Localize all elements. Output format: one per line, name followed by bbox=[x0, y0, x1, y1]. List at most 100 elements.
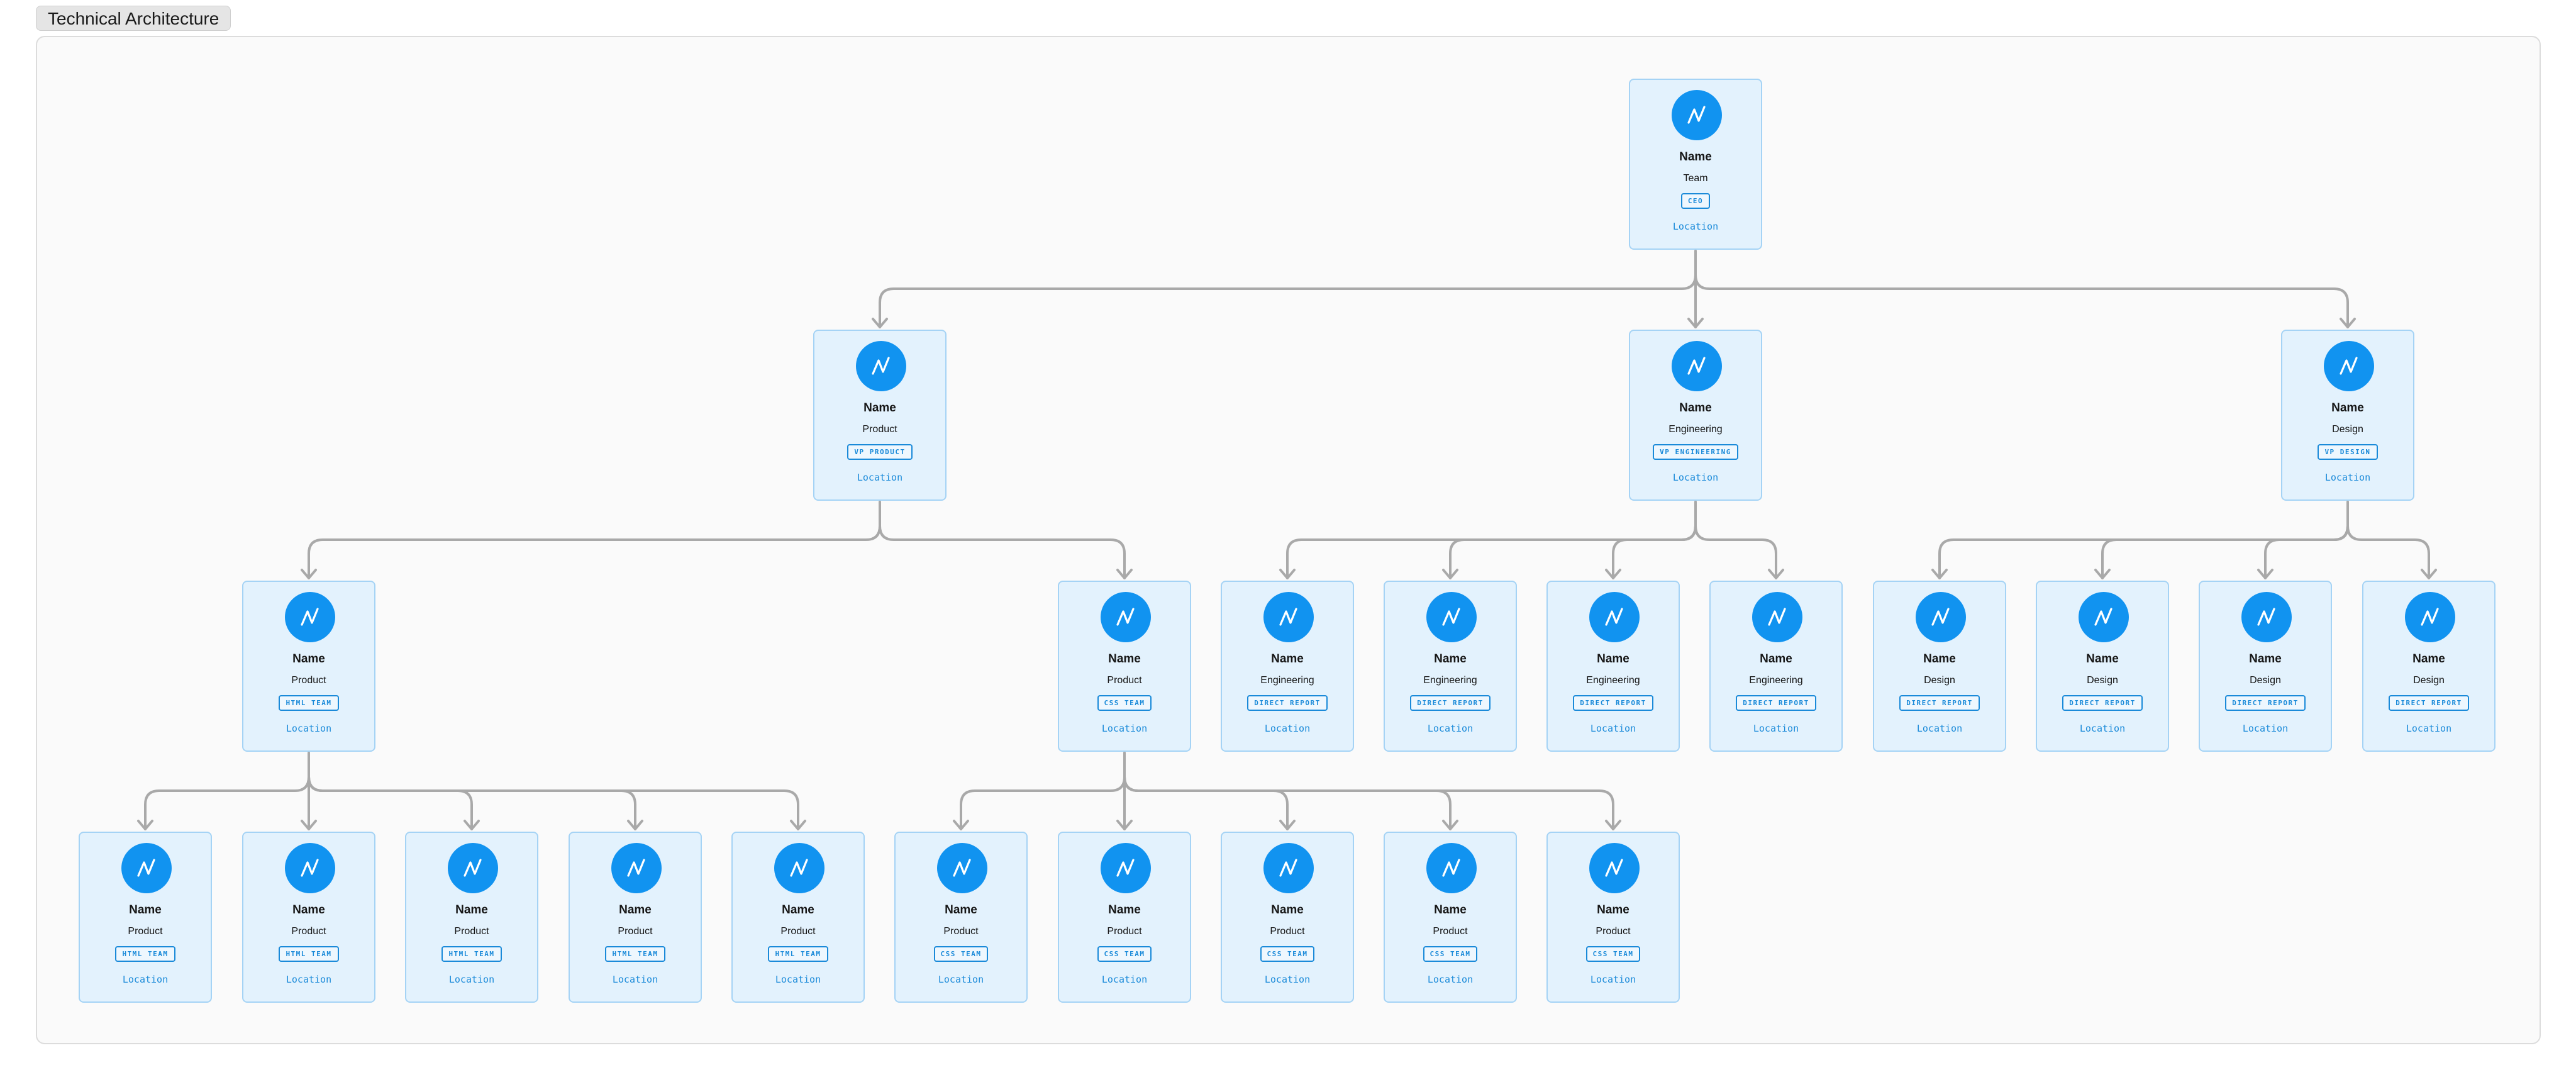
person-location: Location bbox=[1427, 723, 1474, 734]
logo-mark-icon bbox=[448, 843, 498, 893]
person-name: Name bbox=[1108, 652, 1141, 666]
person-location: Location bbox=[286, 723, 332, 734]
person-team: Product bbox=[780, 926, 816, 937]
person-name: Name bbox=[2249, 652, 2282, 666]
person-location: Location bbox=[1101, 974, 1148, 985]
person-team: Design bbox=[2250, 675, 2281, 686]
role-badge: CEO bbox=[1680, 193, 1711, 209]
person-team: Product bbox=[862, 424, 897, 435]
person-name: Name bbox=[1760, 652, 1792, 666]
role-badge: HTML TEAM bbox=[441, 946, 502, 962]
logo-mark-icon bbox=[856, 341, 906, 391]
person-team: Product bbox=[943, 926, 979, 937]
person-location: Location bbox=[1672, 472, 1719, 483]
role-badge: CSS TEAM bbox=[1423, 946, 1478, 962]
logo-mark-icon bbox=[2405, 592, 2455, 642]
person-location: Location bbox=[1590, 723, 1636, 734]
role-badge: DIRECT REPORT bbox=[2225, 695, 2306, 711]
role-badge: CSS TEAM bbox=[1097, 695, 1152, 711]
person-name: Name bbox=[1679, 150, 1712, 164]
role-badge: VP PRODUCT bbox=[847, 444, 913, 460]
person-location: Location bbox=[286, 974, 332, 985]
person-location: Location bbox=[1264, 723, 1311, 734]
logo-mark-icon bbox=[1589, 843, 1640, 893]
role-badge: DIRECT REPORT bbox=[1573, 695, 1653, 711]
person-team: Design bbox=[2413, 675, 2445, 686]
person-location: Location bbox=[1590, 974, 1636, 985]
person-name: Name bbox=[782, 903, 814, 917]
person-location: Location bbox=[1427, 974, 1474, 985]
person-team: Product bbox=[1596, 926, 1631, 937]
person-team: Product bbox=[1107, 675, 1142, 686]
person-team: Engineering bbox=[1423, 675, 1477, 686]
logo-mark-icon bbox=[1752, 592, 1802, 642]
person-name: Name bbox=[1434, 652, 1467, 666]
person-name: Name bbox=[2331, 401, 2364, 415]
person-team: Product bbox=[1107, 926, 1142, 937]
logo-mark-icon bbox=[1101, 592, 1151, 642]
logo-mark-icon bbox=[937, 843, 987, 893]
logo-mark-icon bbox=[1672, 341, 1722, 391]
person-location: Location bbox=[2406, 723, 2452, 734]
person-team: Product bbox=[291, 675, 326, 686]
frame-title[interactable]: Technical Architecture bbox=[36, 6, 231, 31]
person-team: Product bbox=[1270, 926, 1305, 937]
person-name: Name bbox=[292, 903, 325, 917]
person-team: Team bbox=[1683, 173, 1708, 184]
person-location: Location bbox=[612, 974, 658, 985]
person-name: Name bbox=[1597, 652, 1629, 666]
role-badge: HTML TEAM bbox=[768, 946, 828, 962]
role-badge: DIRECT REPORT bbox=[1410, 695, 1491, 711]
role-badge: DIRECT REPORT bbox=[1247, 695, 1328, 711]
person-name: Name bbox=[1679, 401, 1712, 415]
logo-mark-icon bbox=[2324, 341, 2374, 391]
logo-mark-icon bbox=[1426, 843, 1477, 893]
person-location: Location bbox=[448, 974, 495, 985]
person-name: Name bbox=[945, 903, 977, 917]
person-location: Location bbox=[2079, 723, 2126, 734]
role-badge: VP DESIGN bbox=[2318, 444, 2378, 460]
logo-mark-icon bbox=[1672, 90, 1722, 140]
logo-mark-icon bbox=[1101, 843, 1151, 893]
person-name: Name bbox=[1271, 903, 1304, 917]
person-team: Engineering bbox=[1586, 675, 1640, 686]
person-name: Name bbox=[1434, 903, 1467, 917]
person-name: Name bbox=[455, 903, 488, 917]
logo-mark-icon bbox=[1263, 592, 1314, 642]
role-badge: HTML TEAM bbox=[605, 946, 665, 962]
person-name: Name bbox=[2412, 652, 2445, 666]
person-team: Design bbox=[2332, 424, 2363, 435]
person-team: Design bbox=[2087, 675, 2118, 686]
person-name: Name bbox=[1597, 903, 1629, 917]
logo-mark-icon bbox=[2079, 592, 2129, 642]
role-badge: DIRECT REPORT bbox=[1899, 695, 1980, 711]
role-badge: CSS TEAM bbox=[933, 946, 989, 962]
person-team: Product bbox=[1433, 926, 1468, 937]
logo-mark-icon bbox=[611, 843, 662, 893]
person-team: Engineering bbox=[1260, 675, 1314, 686]
